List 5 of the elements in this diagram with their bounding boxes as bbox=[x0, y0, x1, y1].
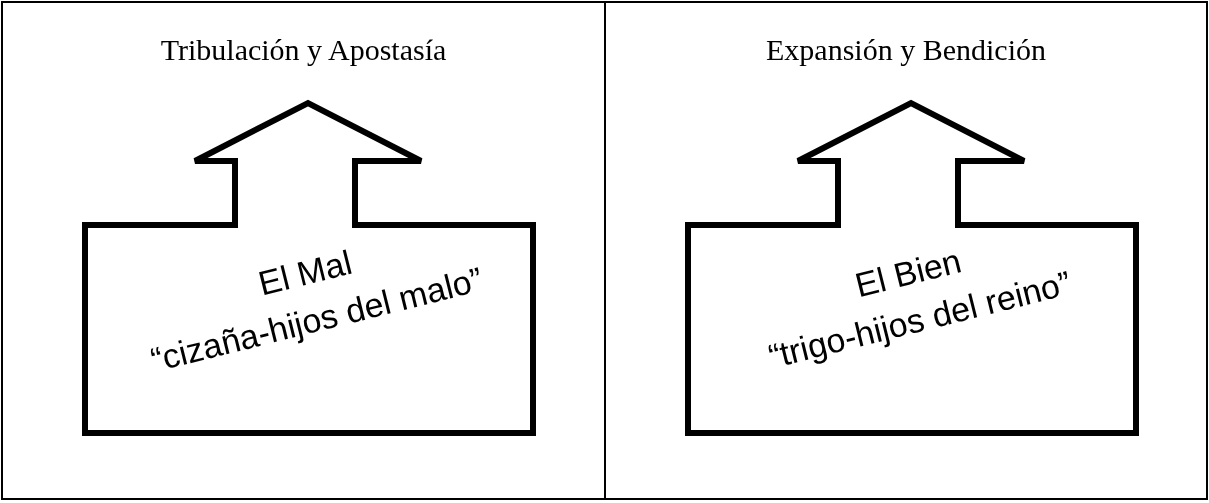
cell-heading: Tribulación y Apostasía bbox=[160, 33, 447, 67]
table-cell bbox=[604, 1, 1208, 500]
shape-title: El Mal bbox=[253, 241, 356, 303]
cell-heading: Expansión y Bendición bbox=[766, 33, 1046, 67]
table-cell bbox=[1, 1, 606, 500]
